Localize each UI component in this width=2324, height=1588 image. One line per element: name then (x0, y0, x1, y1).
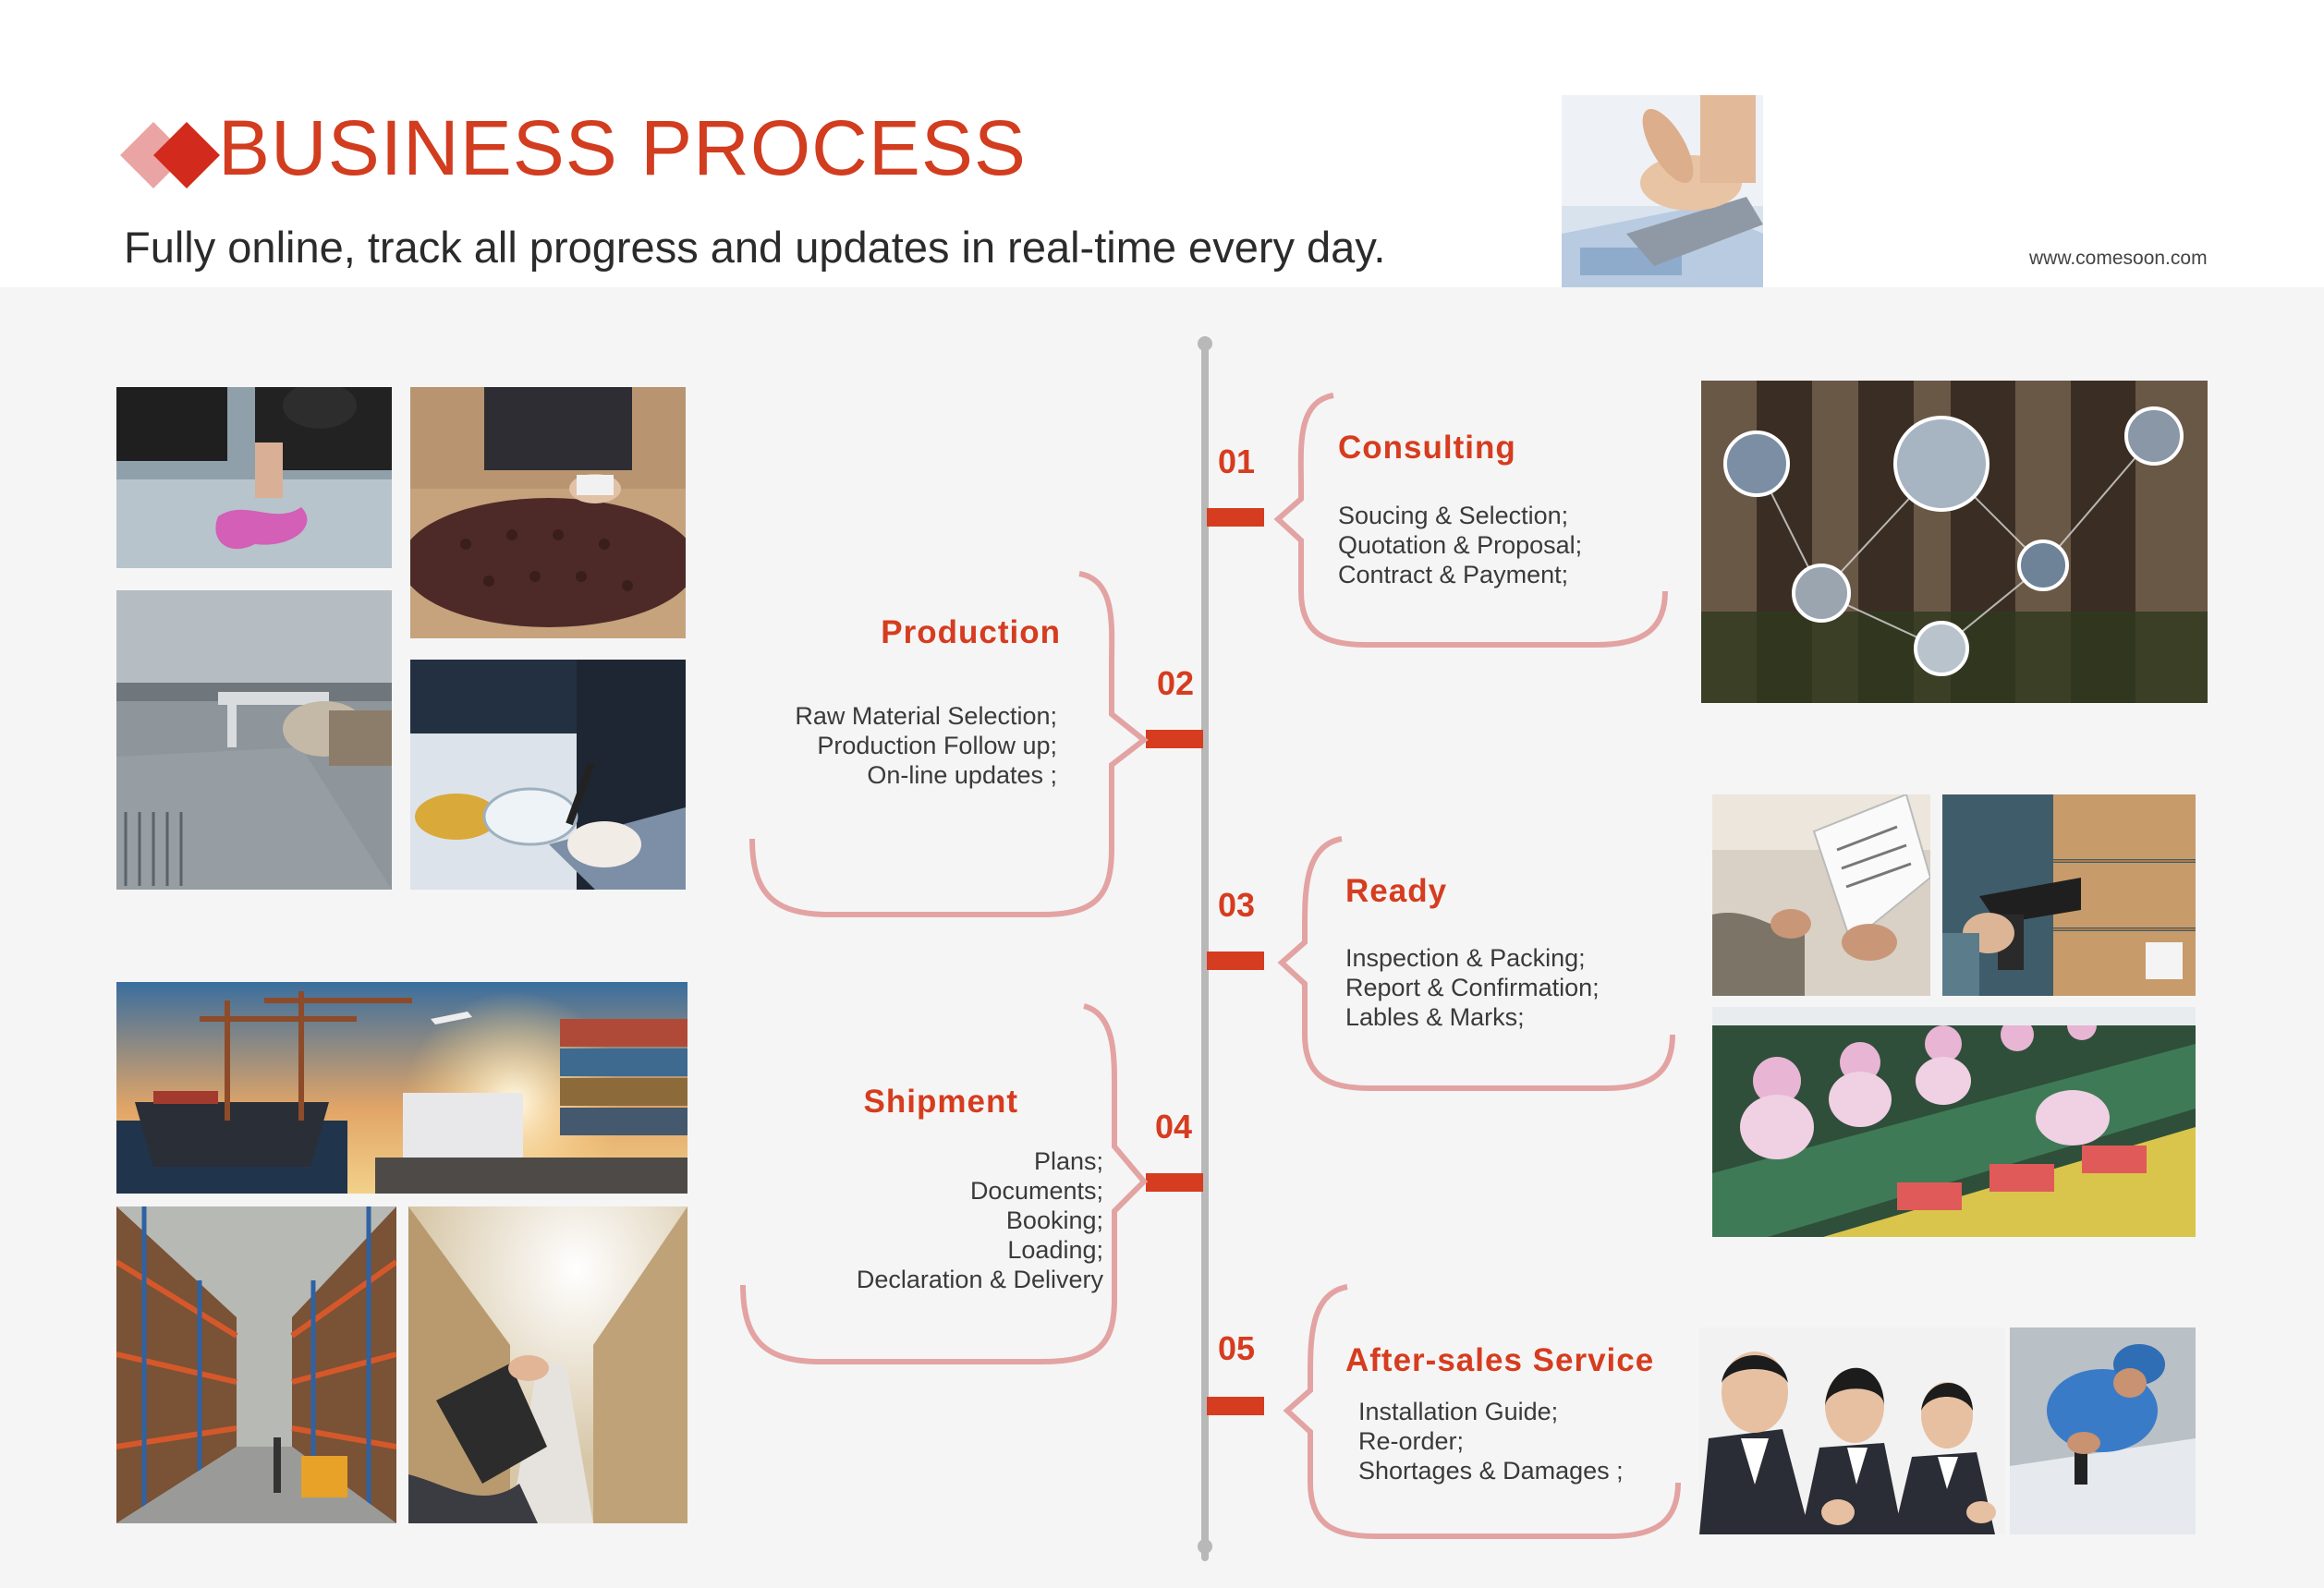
step-02-item: On-line updates ; (867, 761, 1057, 789)
step-03-item: Report & Confirmation; (1345, 974, 1600, 1001)
step-01-item: Quotation & Proposal; (1338, 531, 1583, 559)
page-title: BUSINESS PROCESS (218, 104, 1027, 191)
step-02-number: 02 (1157, 664, 1195, 702)
network-business-photo (1701, 381, 2208, 703)
step-05-item: Installation Guide; (1358, 1398, 1559, 1425)
step-03-title: Ready (1345, 873, 1448, 909)
step-03-item: Inspection & Packing; (1345, 944, 1586, 972)
step-02-bracket (749, 571, 1149, 917)
step-05-marker (1207, 1397, 1264, 1415)
barcode-scan-photo (1942, 794, 2196, 996)
customer-service-photo (1699, 1327, 2005, 1534)
step-03-item: Lables & Marks; (1345, 1003, 1525, 1031)
step-05-number: 05 (1218, 1329, 1256, 1367)
assembly-line-photo (1712, 1007, 2196, 1237)
step-01-item: Soucing & Selection; (1338, 502, 1569, 529)
step-01-number: 01 (1218, 442, 1256, 480)
caliper-measure-photo (116, 590, 392, 890)
step-04-number: 04 (1155, 1108, 1193, 1146)
step-05-list: Installation Guide; Re-order; Shortages … (1358, 1397, 1624, 1485)
page-subtitle: Fully online, track all progress and upd… (124, 223, 1386, 272)
warehouse-forklift-photo (116, 1206, 396, 1523)
step-04-list: Plans; Documents; Booking; Loading; Decl… (767, 1146, 1103, 1294)
step-04-marker (1146, 1173, 1203, 1192)
step-02-item: Raw Material Selection; (795, 702, 1057, 730)
technician-repair-photo (2010, 1327, 2196, 1534)
step-04-item: Loading; (1007, 1236, 1103, 1264)
title-diamond-icon (120, 122, 220, 188)
step-01-item: Contract & Payment; (1338, 561, 1569, 588)
timeline-axis (1201, 344, 1209, 1561)
leather-sofa-photo (410, 387, 686, 638)
warehouse-tablet-photo (408, 1206, 687, 1523)
step-05-title: After-sales Service (1345, 1342, 1655, 1378)
timeline-start-cap (1198, 336, 1212, 351)
step-03-marker (1207, 952, 1264, 970)
step-01-bracket (1273, 393, 1668, 648)
step-04-title: Shipment (863, 1084, 1018, 1120)
step-04-item: Booking; (1005, 1206, 1103, 1234)
step-04-item: Plans; (1033, 1147, 1103, 1175)
step-01-marker (1207, 508, 1264, 527)
website-link[interactable]: www.comesoon.com (2029, 248, 2208, 269)
step-04-bracket (740, 1003, 1149, 1364)
step-01-title: Consulting (1338, 430, 1516, 466)
step-05-bracket (1283, 1284, 1681, 1539)
clipboard-inspection-photo (1712, 794, 1930, 996)
step-01-list: Soucing & Selection; Quotation & Proposa… (1338, 501, 1582, 589)
step-02-title: Production (881, 614, 1061, 650)
step-02-marker (1146, 730, 1203, 748)
step-02-list: Raw Material Selection; Production Follo… (721, 701, 1057, 790)
step-03-list: Inspection & Packing; Report & Confirmat… (1345, 943, 1600, 1032)
fabric-cutting-photo (116, 387, 392, 568)
step-05-item: Re-order; (1358, 1427, 1465, 1455)
tablet-hands-photo (1562, 95, 1763, 287)
step-04-item: Documents; (969, 1177, 1103, 1205)
port-logistics-photo (116, 982, 687, 1194)
timeline-end-cap (1198, 1539, 1212, 1554)
step-03-bracket (1277, 836, 1675, 1091)
step-04-item: Declaration & Delivery (856, 1266, 1103, 1293)
step-05-item: Shortages & Damages ; (1358, 1457, 1624, 1485)
step-03-number: 03 (1218, 886, 1256, 924)
step-02-item: Production Follow up; (817, 732, 1057, 759)
lab-inspection-photo (410, 660, 686, 890)
